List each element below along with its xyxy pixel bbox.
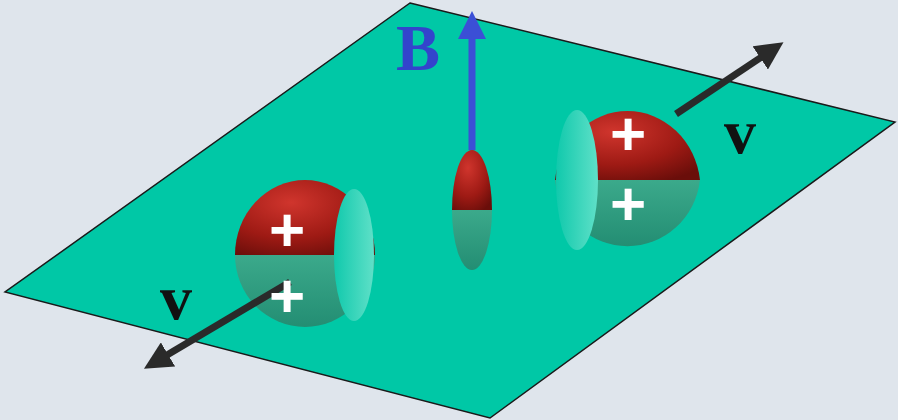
magnetic-field-arrow <box>469 32 476 150</box>
charge-sign: + <box>610 173 646 235</box>
participant-region <box>452 150 492 270</box>
reaction-plane <box>5 3 895 418</box>
charge-sign: + <box>269 265 305 327</box>
charge-sign: + <box>610 103 646 165</box>
field-symbol: B <box>396 15 440 81</box>
charge-sign: + <box>269 199 305 261</box>
velocity-symbol: v <box>160 266 192 330</box>
velocity-symbol: v <box>724 100 756 164</box>
